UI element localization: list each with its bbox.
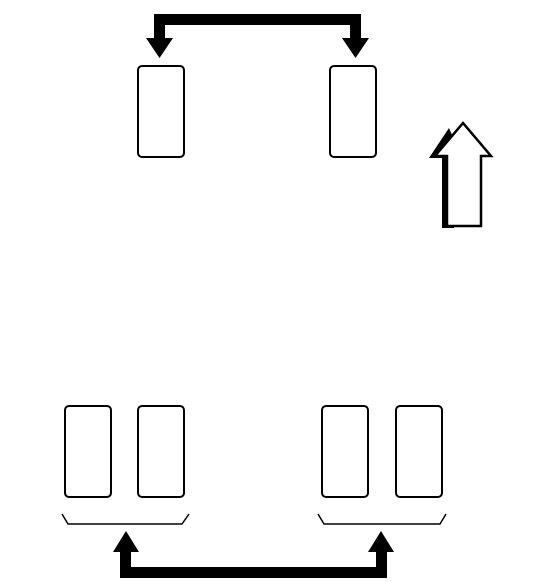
rear-right-dual-pair	[321, 405, 443, 498]
rear-swap-arrow-left-leg	[120, 550, 131, 578]
tire-rear-left-outer	[64, 405, 112, 498]
rear-pair-brackets	[61, 513, 447, 525]
forward-arrow-icon	[429, 121, 494, 228]
tire-rear-right-inner	[321, 405, 369, 498]
rear-swap-arrow	[113, 531, 394, 578]
bracket-rear-right	[317, 513, 447, 525]
rear-swap-arrow-left-head	[113, 531, 139, 552]
tire-front-right	[329, 65, 377, 158]
tire-rear-left-inner	[137, 405, 185, 498]
front-swap-arrow-right-head	[342, 38, 369, 58]
forward-arrow-outline	[432, 121, 494, 228]
tire-front-left	[137, 65, 185, 158]
rear-left-dual-pair	[64, 405, 185, 498]
front-swap-arrow-left-head	[146, 38, 173, 58]
front-swap-arrow-bar	[154, 14, 361, 25]
rear-swap-arrow-bar	[120, 567, 387, 578]
front-axle	[137, 65, 377, 158]
rear-axle	[64, 405, 443, 498]
front-swap-arrow	[146, 14, 369, 58]
front-swap-arrow-right-leg	[350, 14, 361, 40]
tire-rear-right-outer	[395, 405, 443, 498]
rear-swap-arrow-right-head	[368, 531, 394, 552]
rear-swap-arrow-right-leg	[376, 550, 387, 578]
bracket-rear-left	[61, 513, 190, 525]
front-swap-arrow-left-leg	[154, 14, 165, 40]
